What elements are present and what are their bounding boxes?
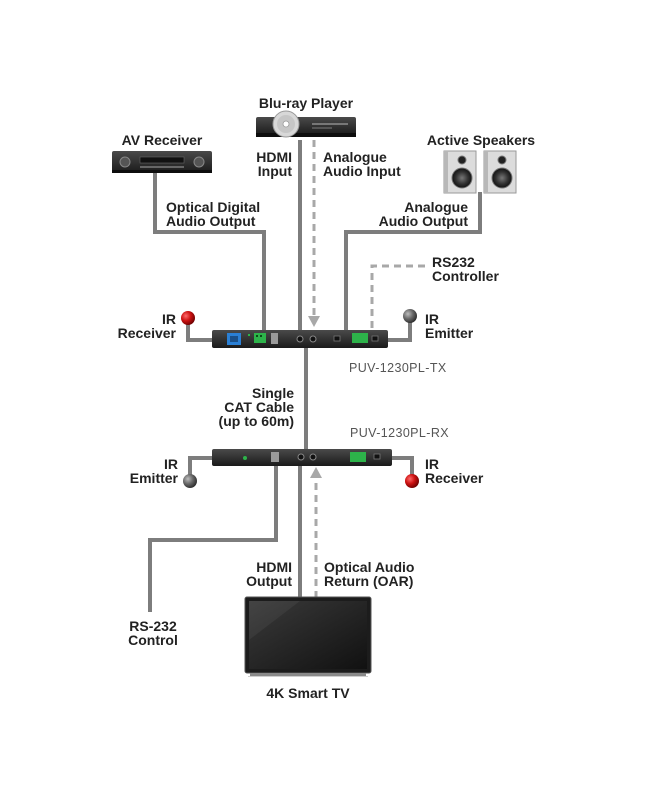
ir-emitter-tx-label: IR Emitter bbox=[425, 312, 495, 340]
ir-emitter-tx-label-line1: IR bbox=[425, 311, 439, 327]
rs232-control-label-line2: Control bbox=[128, 632, 178, 648]
analogue-audio-output-label-line1: Analogue bbox=[404, 199, 468, 215]
ir-receiver-rx-label: IR Receiver bbox=[425, 457, 505, 485]
single-cat-cable-label-line2: CAT Cable bbox=[224, 399, 294, 415]
ir-receiver-tx-icon bbox=[181, 311, 195, 325]
ir-emitter-rx-icon bbox=[183, 474, 197, 488]
active-speakers-device bbox=[443, 150, 517, 194]
ir-receiver-tx-label-line2: Receiver bbox=[117, 325, 176, 341]
analogue-audio-output-label-line2: Audio Output bbox=[378, 213, 468, 229]
single-cat-cable-label: Single CAT Cable (up to 60m) bbox=[196, 386, 294, 428]
cables bbox=[148, 140, 482, 612]
smart-tv-label: 4K Smart TV bbox=[266, 685, 350, 701]
ir-receiver-rx-label-line1: IR bbox=[425, 456, 439, 472]
tx-model-label: PUV-1230PL-TX bbox=[349, 361, 447, 375]
tx-unit-device bbox=[212, 330, 388, 348]
rs232-controller-label-line1: RS232 bbox=[432, 254, 475, 270]
rx-unit-device bbox=[212, 449, 392, 466]
rs232-control-cable bbox=[148, 464, 278, 612]
optical-digital-audio-output-label-line1: Optical Digital bbox=[166, 199, 261, 215]
av-receiver-label: AV Receiver bbox=[121, 132, 203, 148]
rs232-control-label: RS-232 Control bbox=[114, 619, 192, 647]
ir-receiver-rx-label-line2: Receiver bbox=[425, 470, 484, 486]
rs232-control-label-line1: RS-232 bbox=[129, 618, 177, 634]
active-speakers-label: Active Speakers bbox=[426, 132, 536, 148]
optical-audio-return-label: Optical Audio Return (OAR) bbox=[324, 560, 434, 588]
optical-audio-cable bbox=[153, 172, 266, 332]
optical-audio-return-label-line2: Return (OAR) bbox=[324, 573, 414, 589]
hdmi-output-label-line1: HDMI bbox=[256, 559, 292, 575]
ir-emitter-rx-cable bbox=[188, 456, 214, 478]
rx-model-label: PUV-1230PL-RX bbox=[350, 426, 449, 440]
ir-emitter-rx-label-line2: Emitter bbox=[129, 470, 178, 486]
rs232-controller-line bbox=[370, 264, 425, 333]
blu-ray-player-label: Blu-ray Player bbox=[258, 95, 354, 111]
ir-receiver-tx-cable bbox=[186, 322, 214, 342]
analogue-audio-output-cable bbox=[344, 192, 482, 332]
hdmi-input-label-line2: Input bbox=[257, 163, 292, 179]
ir-receiver-rx-cable bbox=[392, 456, 414, 478]
analogue-audio-input-label-line1: Analogue bbox=[323, 149, 387, 165]
hdmi-output-label-line2: Output bbox=[246, 573, 292, 589]
optical-audio-return-label-line1: Optical Audio bbox=[324, 559, 415, 575]
analogue-audio-input-label: Analogue Audio Input bbox=[323, 150, 423, 178]
analogue-audio-output-label: Analogue Audio Output bbox=[352, 200, 468, 228]
ir-emitter-tx-cable bbox=[386, 322, 412, 342]
ir-emitter-tx-label-line2: Emitter bbox=[425, 325, 474, 341]
dashed-cables bbox=[312, 140, 425, 598]
single-cat-cable-label-line1: Single bbox=[251, 385, 294, 401]
av-receiver-device bbox=[112, 151, 212, 173]
hdmi-input-label-line1: HDMI bbox=[256, 149, 292, 165]
ir-receiver-tx-label: IR Receiver bbox=[100, 312, 176, 340]
ir-emitter-rx-label: IR Emitter bbox=[110, 457, 178, 485]
ir-receiver-rx-icon bbox=[405, 474, 419, 488]
rs232-controller-label-line2: Controller bbox=[432, 268, 499, 284]
arrow-down-icon bbox=[308, 316, 320, 327]
ir-emitter-tx-icon bbox=[403, 309, 417, 323]
arrow-up-icon bbox=[310, 467, 322, 478]
smart-tv-device bbox=[244, 596, 372, 677]
hdmi-input-label: HDMI Input bbox=[236, 150, 292, 178]
blu-ray-player-device bbox=[256, 110, 356, 138]
rs232-controller-label: RS232 Controller bbox=[432, 255, 522, 283]
single-cat-cable-label-line3: (up to 60m) bbox=[218, 413, 294, 429]
hdmi-output-label: HDMI Output bbox=[226, 560, 292, 588]
optical-digital-audio-output-label-line2: Audio Output bbox=[166, 213, 256, 229]
ir-receiver-tx-label-line1: IR bbox=[162, 311, 176, 327]
optical-digital-audio-output-label: Optical Digital Audio Output bbox=[166, 200, 286, 228]
ir-emitter-rx-label-line1: IR bbox=[164, 456, 178, 472]
analogue-audio-input-label-line2: Audio Input bbox=[323, 163, 401, 179]
